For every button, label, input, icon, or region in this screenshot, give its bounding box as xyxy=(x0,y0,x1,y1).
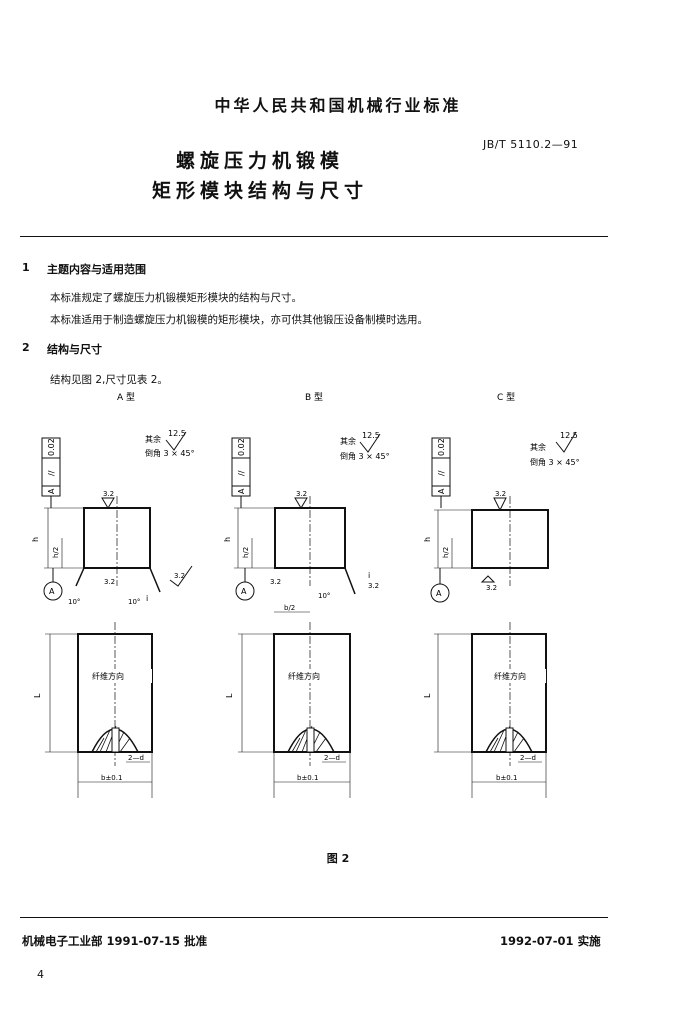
section-2-paragraph-1: 结构见图 2,尺寸见表 2。 xyxy=(50,374,168,386)
type-c-dim-L: L xyxy=(423,693,432,698)
type-c-remain: 其余 xyxy=(530,442,546,452)
type-b-chamfer: 倒角 3 × 45° xyxy=(340,451,390,461)
type-a-dim-h-half: h/2 xyxy=(52,547,60,558)
footer-divider xyxy=(20,917,608,918)
section-2-title: 结构与尺寸 xyxy=(47,343,102,356)
type-c-roughness-bottom: 3.2 xyxy=(486,584,497,592)
type-a-datum-circle: A xyxy=(49,587,55,596)
type-c-hole: 2—d xyxy=(520,754,536,762)
type-b-remain: 其余 xyxy=(340,436,356,446)
type-a-roughness-top: 3.2 xyxy=(103,490,114,498)
type-c-fiber: 纤维方向 xyxy=(494,671,526,681)
type-b-datum-circle: A xyxy=(241,587,247,596)
approval-note: 机械电子工业部 1991-07-15 批准 xyxy=(22,934,208,948)
type-a-hole: 2—d xyxy=(128,754,144,762)
type-a-label: A 型 xyxy=(117,392,135,403)
implementation-date: 1992-07-01 实施 xyxy=(500,934,601,948)
type-c-datum-circle: A xyxy=(436,589,442,598)
type-a-roughness-side: 3.2 xyxy=(174,572,185,580)
page-number: 4 xyxy=(37,968,44,981)
type-a-chamfer: 倒角 3 × 45° xyxy=(145,448,195,458)
header-divider xyxy=(20,236,608,237)
type-b-tol-symbol: // xyxy=(237,470,246,476)
type-b-roughness-top: 3.2 xyxy=(296,490,307,498)
figure-caption: 图 2 xyxy=(326,852,350,865)
ministry-title: 中华人民共和国机械行业标准 xyxy=(214,96,462,115)
type-b-roughness-bottom: 3.2 xyxy=(270,578,281,586)
type-c-roughness-top: 3.2 xyxy=(495,490,506,498)
type-c-label: C 型 xyxy=(497,392,515,403)
type-c-tol-symbol: // xyxy=(437,470,446,476)
type-c-tol-value: 0.02 xyxy=(437,438,446,456)
type-c-tol-datum: A xyxy=(437,488,446,494)
type-a-width: b±0.1 xyxy=(101,774,122,782)
type-a-roughness-remain: 12.5 xyxy=(168,429,186,438)
type-a-dim-i: i xyxy=(146,594,148,603)
section-1-title: 主题内容与适用范围 xyxy=(47,263,146,276)
type-a-angle-right: 10° xyxy=(128,598,140,606)
type-a-remain: 其余 xyxy=(145,434,161,444)
type-b-tol-datum: A xyxy=(237,488,246,494)
type-b-tol-value: 0.02 xyxy=(237,438,246,456)
type-c-views: 0.02 // A 其余 12.5 倒角 3 × 45° 3.2 h h/2 A… xyxy=(423,431,580,798)
type-b-dim-b-half: b/2 xyxy=(284,604,295,612)
type-c-roughness-remain: 12.5 xyxy=(560,431,578,440)
section-2-number: 2 xyxy=(22,341,30,354)
type-b-label: B 型 xyxy=(305,392,323,403)
figure-2-drawing: A 型 B 型 C 型 0.02 // A 其余 12.5 倒角 3 × 45°… xyxy=(31,392,580,798)
type-b-angle: 10° xyxy=(318,592,330,600)
type-a-fiber: 纤维方向 xyxy=(92,671,124,681)
type-a-tol-datum: A xyxy=(47,488,56,494)
type-c-dim-h-half: h/2 xyxy=(442,547,450,558)
document-title-line1: 螺旋压力机锻模 xyxy=(175,150,344,172)
type-c-width: b±0.1 xyxy=(496,774,517,782)
section-1-number: 1 xyxy=(22,261,30,274)
type-b-dim-h: h xyxy=(223,537,232,542)
type-a-tol-symbol: // xyxy=(47,470,56,476)
type-b-roughness-side: 3.2 xyxy=(368,582,379,590)
type-b-roughness-remain: 12.5 xyxy=(362,431,380,440)
standard-number: JB/T 5110.2—91 xyxy=(483,138,579,151)
type-b-hole: 2—d xyxy=(324,754,340,762)
type-b-views: 0.02 // A 其余 12.5 倒角 3 × 45° 3.2 h h/2 A… xyxy=(223,431,390,798)
type-c-chamfer: 倒角 3 × 45° xyxy=(530,457,580,467)
type-a-tol-value: 0.02 xyxy=(47,438,56,456)
type-a-views: 0.02 // A 其余 12.5 倒角 3 × 45° 3.2 h h/2 A… xyxy=(31,429,195,798)
type-b-dim-i: i xyxy=(368,571,370,580)
type-b-width: b±0.1 xyxy=(297,774,318,782)
type-a-roughness-bottom: 3.2 xyxy=(104,578,115,586)
type-a-angle-left: 10° xyxy=(68,598,80,606)
type-b-dim-h-half: h/2 xyxy=(242,547,250,558)
section-1-paragraph-1: 本标准规定了螺旋压力机锻模矩形模块的结构与尺寸。 xyxy=(50,292,302,304)
type-a-dim-h: h xyxy=(31,537,40,542)
type-b-dim-L: L xyxy=(225,693,234,698)
type-c-dim-h: h xyxy=(423,537,432,542)
section-1-paragraph-2: 本标准适用于制造螺旋压力机锻模的矩形模块，亦可供其他锻压设备制模时选用。 xyxy=(50,314,428,326)
type-a-dim-L: L xyxy=(33,693,42,698)
document-title-line2: 矩形模块结构与尺寸 xyxy=(151,180,368,202)
type-b-fiber: 纤维方向 xyxy=(288,671,320,681)
